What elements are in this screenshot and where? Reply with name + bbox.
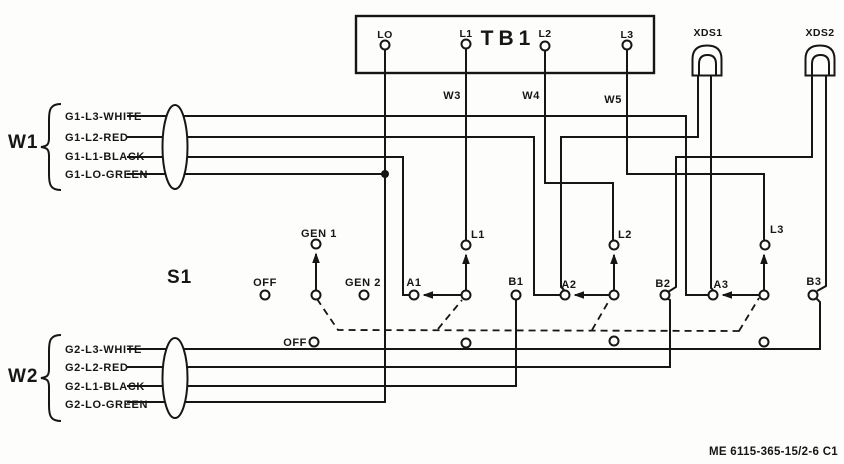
contact-l2 [608, 239, 620, 251]
tb1-terminal-l1 [460, 38, 472, 50]
wire-g1-l1-black [127, 156, 409, 296]
wire-xds2-lead-left [667, 75, 813, 293]
wire-w4 [544, 50, 614, 241]
contact-pole2 [608, 289, 620, 301]
contact-label-b3: B3 [806, 276, 821, 288]
position-label-off-row: OFF [283, 337, 307, 349]
lamp-label-xds2: XDS2 [805, 27, 834, 39]
figure-caption: ME 6115-365-15/2-6 C1 [709, 446, 838, 458]
tb1-terminal-label-l1: L1 [459, 28, 472, 40]
wire-g1-l2-red [127, 136, 560, 296]
switch-linkage [316, 297, 760, 332]
contact-gen1-pivot [310, 289, 322, 301]
contact-gen1 [310, 238, 322, 250]
w1-label: W1 [8, 132, 39, 153]
tb1-terminal-lo [379, 39, 391, 51]
contact-label-l3: L3 [770, 224, 784, 236]
lamp-xds2: XDS2 [804, 27, 836, 77]
tb1-terminal-l2 [539, 40, 551, 52]
contact-l3 [759, 239, 771, 251]
contact-off-row-4 [758, 336, 770, 348]
wire-w5 [626, 49, 765, 241]
w2-bundle: W2 G2-L3-WHITE G2-L2-RED G2-L1-BLACK G2-… [8, 334, 189, 422]
contact-pole1 [460, 289, 472, 301]
w2-wire-label-white: G2-L3-WHITE [65, 344, 142, 356]
contact-b3 [807, 289, 819, 301]
position-label-gen2: GEN 2 [345, 277, 381, 289]
w1-wire-label-green: G1-LO-GREEN [65, 169, 148, 181]
contact-label-a1: A1 [406, 277, 421, 289]
linkage-rail [316, 298, 741, 332]
wire-g2-l3-white [127, 297, 821, 350]
lamp-xds1-inner-dome-icon [698, 53, 717, 76]
w2-wire-label-red: G2-L2-RED [65, 362, 128, 374]
contact-off-row-3 [608, 335, 620, 347]
contact-a1 [408, 289, 420, 301]
tb1-terminal-label-l3: L3 [620, 29, 633, 41]
w2-wire-label-black: G2-L1-BLACK [65, 381, 145, 393]
contact-off-row-1 [308, 336, 320, 348]
junction-dot-lo [381, 170, 389, 178]
wire-g2-l2-red [127, 297, 671, 368]
w2-label: W2 [8, 366, 39, 387]
w1-wire-label-white: G1-L3-WHITE [65, 111, 142, 123]
contact-off [259, 289, 271, 301]
switch-blades [312, 252, 768, 299]
contact-label-a3: A3 [713, 279, 728, 291]
linkage-branch-pole2 [591, 298, 611, 331]
tb1-box [354, 14, 656, 75]
lamp-xds2-outer-dome-icon [804, 44, 836, 77]
contact-pole3 [758, 289, 770, 301]
contact-gen2 [358, 289, 370, 301]
wire-xds2-lead-right [816, 75, 827, 292]
position-label-off: OFF [253, 277, 277, 289]
tb1-terminal-label-l2: L2 [538, 28, 551, 40]
contact-b2 [659, 289, 671, 301]
wires [127, 49, 827, 403]
contact-a3 [707, 289, 719, 301]
w1-brace [40, 103, 62, 191]
w1-bundle: W1 G1-L3-WHITE G1-L2-RED G1-L1-BLACK G1-… [8, 103, 189, 191]
wire-label-w3: W3 [443, 90, 461, 102]
lamp-xds1-outer-dome-icon [691, 44, 723, 77]
wire-xds1-lead-right [710, 75, 714, 291]
tb1-terminal-label-lo: LO [377, 29, 392, 41]
w2-wire-label-green: G2-LO-GREEN [65, 399, 148, 411]
contact-b1 [510, 289, 522, 301]
w1-wire-label-black: G1-L1-BLACK [65, 151, 145, 163]
linkage-branch-pole3 [738, 297, 760, 332]
wire-label-w4: W4 [522, 90, 540, 102]
linkage-branch-pole1 [437, 299, 463, 330]
s1-label: S1 [167, 267, 192, 288]
tb1-terminal-block: TB1 LO L1 L2 L3 [354, 14, 656, 75]
contact-a2 [559, 289, 571, 301]
contacts [259, 38, 819, 349]
tb1-terminal-l3 [621, 39, 633, 51]
wire-g1-l3-white [127, 115, 708, 296]
contact-off-row-2 [460, 337, 472, 349]
contact-label-l1: L1 [471, 229, 485, 241]
lamp-xds2-inner-dome-icon [811, 53, 830, 76]
lamp-xds1: XDS1 [691, 27, 723, 77]
position-label-gen1: GEN 1 [301, 228, 337, 240]
wire-label-w5: W5 [604, 94, 622, 106]
lamp-label-xds1: XDS1 [693, 27, 722, 39]
contact-label-a2: A2 [561, 279, 576, 291]
contact-label-l2: L2 [618, 229, 632, 241]
contact-label-b1: B1 [508, 276, 523, 288]
tb1-title: TB1 [481, 27, 536, 50]
s1-switch-labels: S1 OFF GEN 1 GEN 2 OFF A1 L1 B1 A2 L2 B2… [167, 224, 821, 349]
contact-label-b2: B2 [655, 278, 670, 290]
w1-wire-label-red: G1-L2-RED [65, 132, 128, 144]
contact-l1 [460, 239, 472, 251]
wire-xds1-lead-left [560, 75, 699, 291]
w1-cable-grommet [161, 104, 189, 190]
w2-brace [40, 334, 62, 422]
w2-cable-grommet [161, 337, 189, 419]
wire-g2-l1-black [127, 299, 517, 387]
tb1-wire-number-labels: W3 W4 W5 [443, 90, 622, 106]
